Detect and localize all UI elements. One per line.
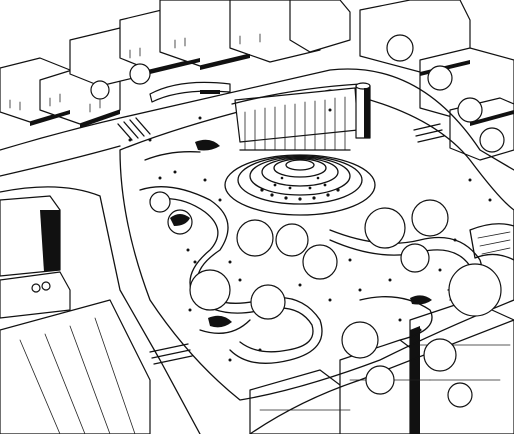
crosswalk-right (413, 123, 445, 143)
planters (170, 139, 432, 328)
park-trees (90, 34, 505, 408)
pavilion (231, 82, 371, 151)
crosswalk-top-left (117, 117, 151, 141)
seating-terrace (469, 223, 514, 261)
overpass (149, 81, 231, 103)
crosswalk-bottom (149, 343, 193, 365)
people (128, 108, 492, 362)
left-buildings (0, 195, 151, 434)
top-buildings (0, 0, 514, 161)
amphitheater (224, 154, 376, 216)
roads (0, 68, 514, 434)
